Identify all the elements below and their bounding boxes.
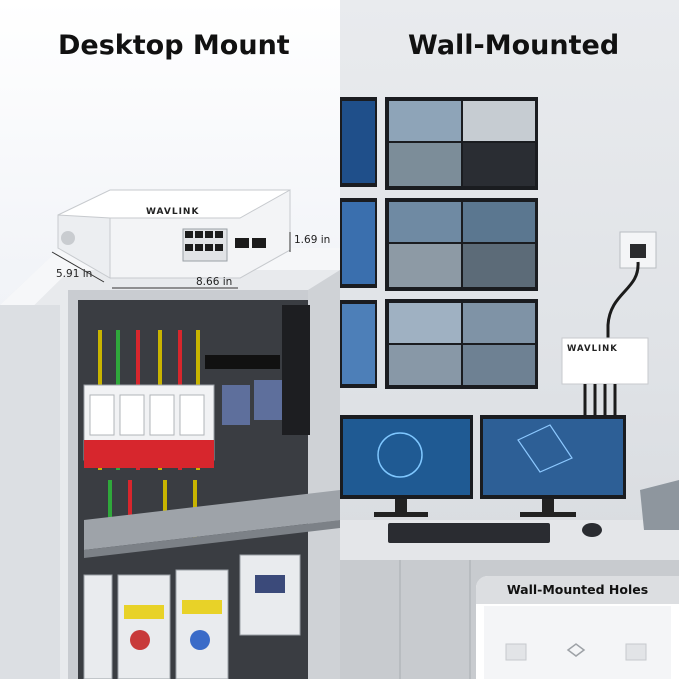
mounting-hole-left [505,643,527,661]
mounting-hole-right [625,643,647,661]
height-dimension: 1.69 in [294,234,331,246]
device-brand-label: WAVLINK [146,207,200,217]
wall-mounted-holes-inset: Wall-Mounted Holes [476,576,679,679]
device-underside-illustration [484,606,671,679]
mouse [582,523,602,537]
control-room-illustration [340,97,679,679]
width-dimension: 8.66 in [196,276,233,288]
circuit-breakers [83,384,215,468]
keyboard [388,523,550,543]
switch-device-desktop [57,189,291,279]
relay-modules [205,355,282,425]
depth-dimension: 5.91 in [56,268,93,280]
center-mount-mark [566,643,586,657]
wall-device-brand-label: WAVLINK [567,344,618,354]
switch-device-wall [561,337,649,420]
power-cable [606,261,640,340]
contactors [83,554,301,679]
desk-monitors [340,415,626,517]
desktop-mount-title: Desktop Mount [58,30,290,61]
dimension-lines [51,232,291,289]
desk-phone [640,480,679,530]
wall-mounted-panel: Wall-Mounted [340,0,679,679]
cable-tray [84,490,340,558]
desktop-mount-panel: Desktop Mount [0,0,340,679]
terminal-block [282,305,310,435]
wall-mounted-title: Wall-Mounted [408,30,620,61]
inset-title: Wall-Mounted Holes [476,576,679,604]
monitor-wall [340,97,538,389]
electrical-cabinet-illustration [0,189,340,679]
